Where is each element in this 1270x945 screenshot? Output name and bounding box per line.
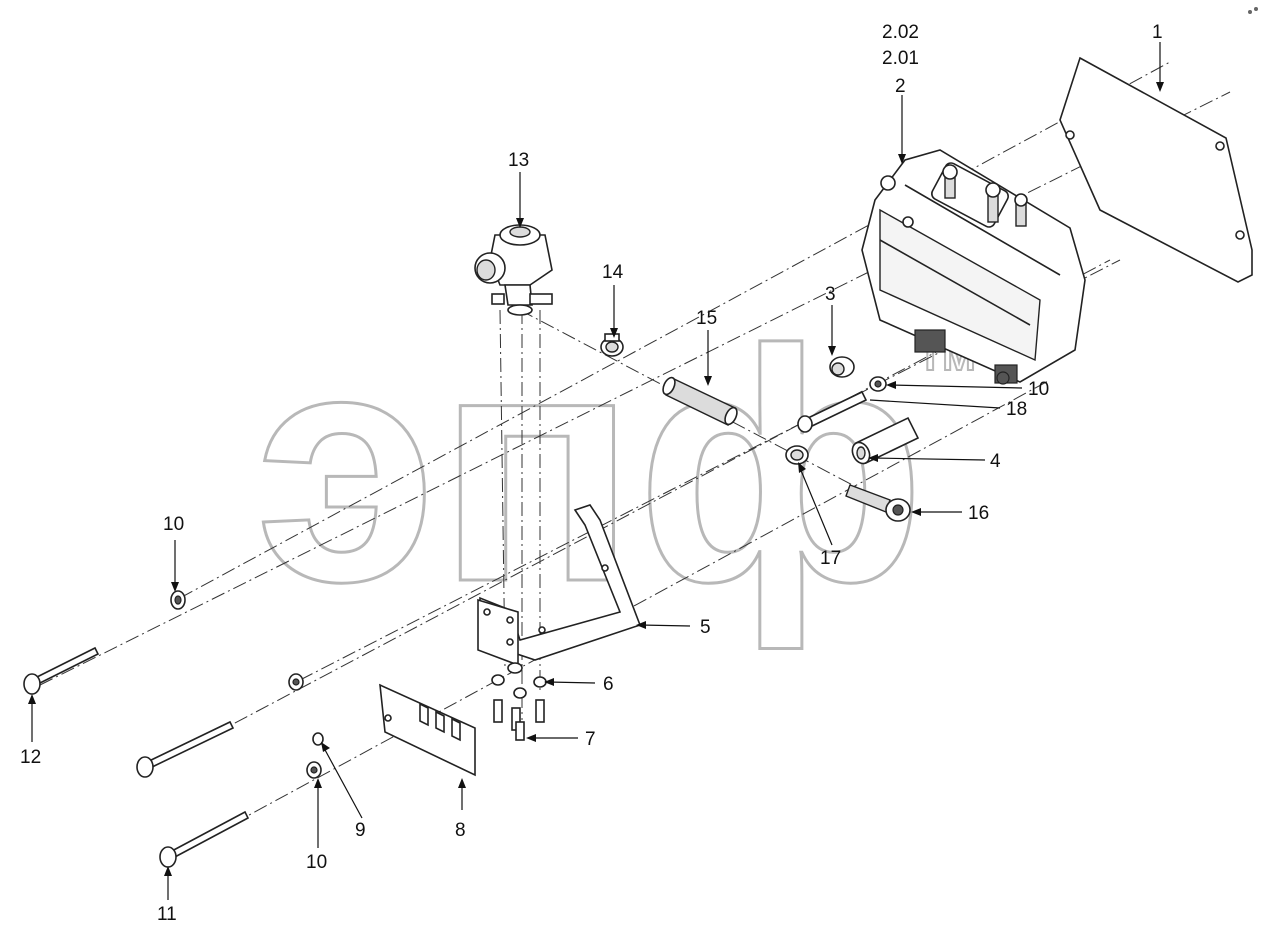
callout-12: 12: [20, 747, 41, 768]
callout-5: 5: [700, 617, 711, 638]
washer-10-top: [869, 376, 887, 392]
washers-6: [491, 662, 547, 699]
callout-2: 2: [895, 76, 906, 97]
callout-13: 13: [508, 150, 529, 171]
callout-7: 7: [585, 729, 596, 750]
callout-11: 11: [157, 904, 177, 925]
callout-8: 8: [455, 820, 466, 841]
callout-10-bottom: 10: [306, 852, 327, 873]
callout-4: 4: [990, 451, 1001, 472]
callout-1: 1: [1152, 22, 1163, 43]
long-bolts: [23, 646, 250, 868]
callout-6: 6: [603, 674, 614, 695]
spacer-4: [851, 416, 920, 465]
callout-9: 9: [355, 820, 366, 841]
callout-18: 18: [1006, 399, 1027, 420]
watermark: эпф TM: [254, 280, 977, 654]
screws-7: [493, 699, 545, 741]
callout-2-01: 2.01: [882, 48, 919, 69]
callout-labels: 1 2 2.01 2.02 3 4 5 6 7 8 9 10 10 10 11 …: [20, 22, 1163, 925]
fitting-16: [845, 484, 911, 522]
callout-17: 17: [820, 548, 841, 569]
callout-16: 16: [968, 503, 989, 524]
callout-15: 15: [696, 308, 717, 329]
callout-10-top: 10: [1028, 379, 1049, 400]
mounting-plate: [1059, 56, 1253, 283]
bushing-3: [829, 356, 855, 378]
callout-3: 3: [825, 284, 836, 305]
leader-lines: [28, 42, 1164, 900]
washers-left: [170, 590, 324, 779]
watermark-text: эпф: [255, 281, 925, 652]
slotted-plate-8: [379, 683, 476, 777]
callout-2-02: 2.02: [882, 22, 919, 43]
hose-clamp-14: [600, 333, 624, 357]
hose-15: [662, 376, 738, 426]
callout-10-left: 10: [163, 514, 184, 535]
pump-unit: [861, 149, 1086, 385]
callout-14: 14: [602, 262, 624, 283]
bolt-18: [797, 390, 868, 433]
hose-clamp-17: [785, 445, 809, 465]
corner-mark-icon: [1248, 7, 1258, 14]
